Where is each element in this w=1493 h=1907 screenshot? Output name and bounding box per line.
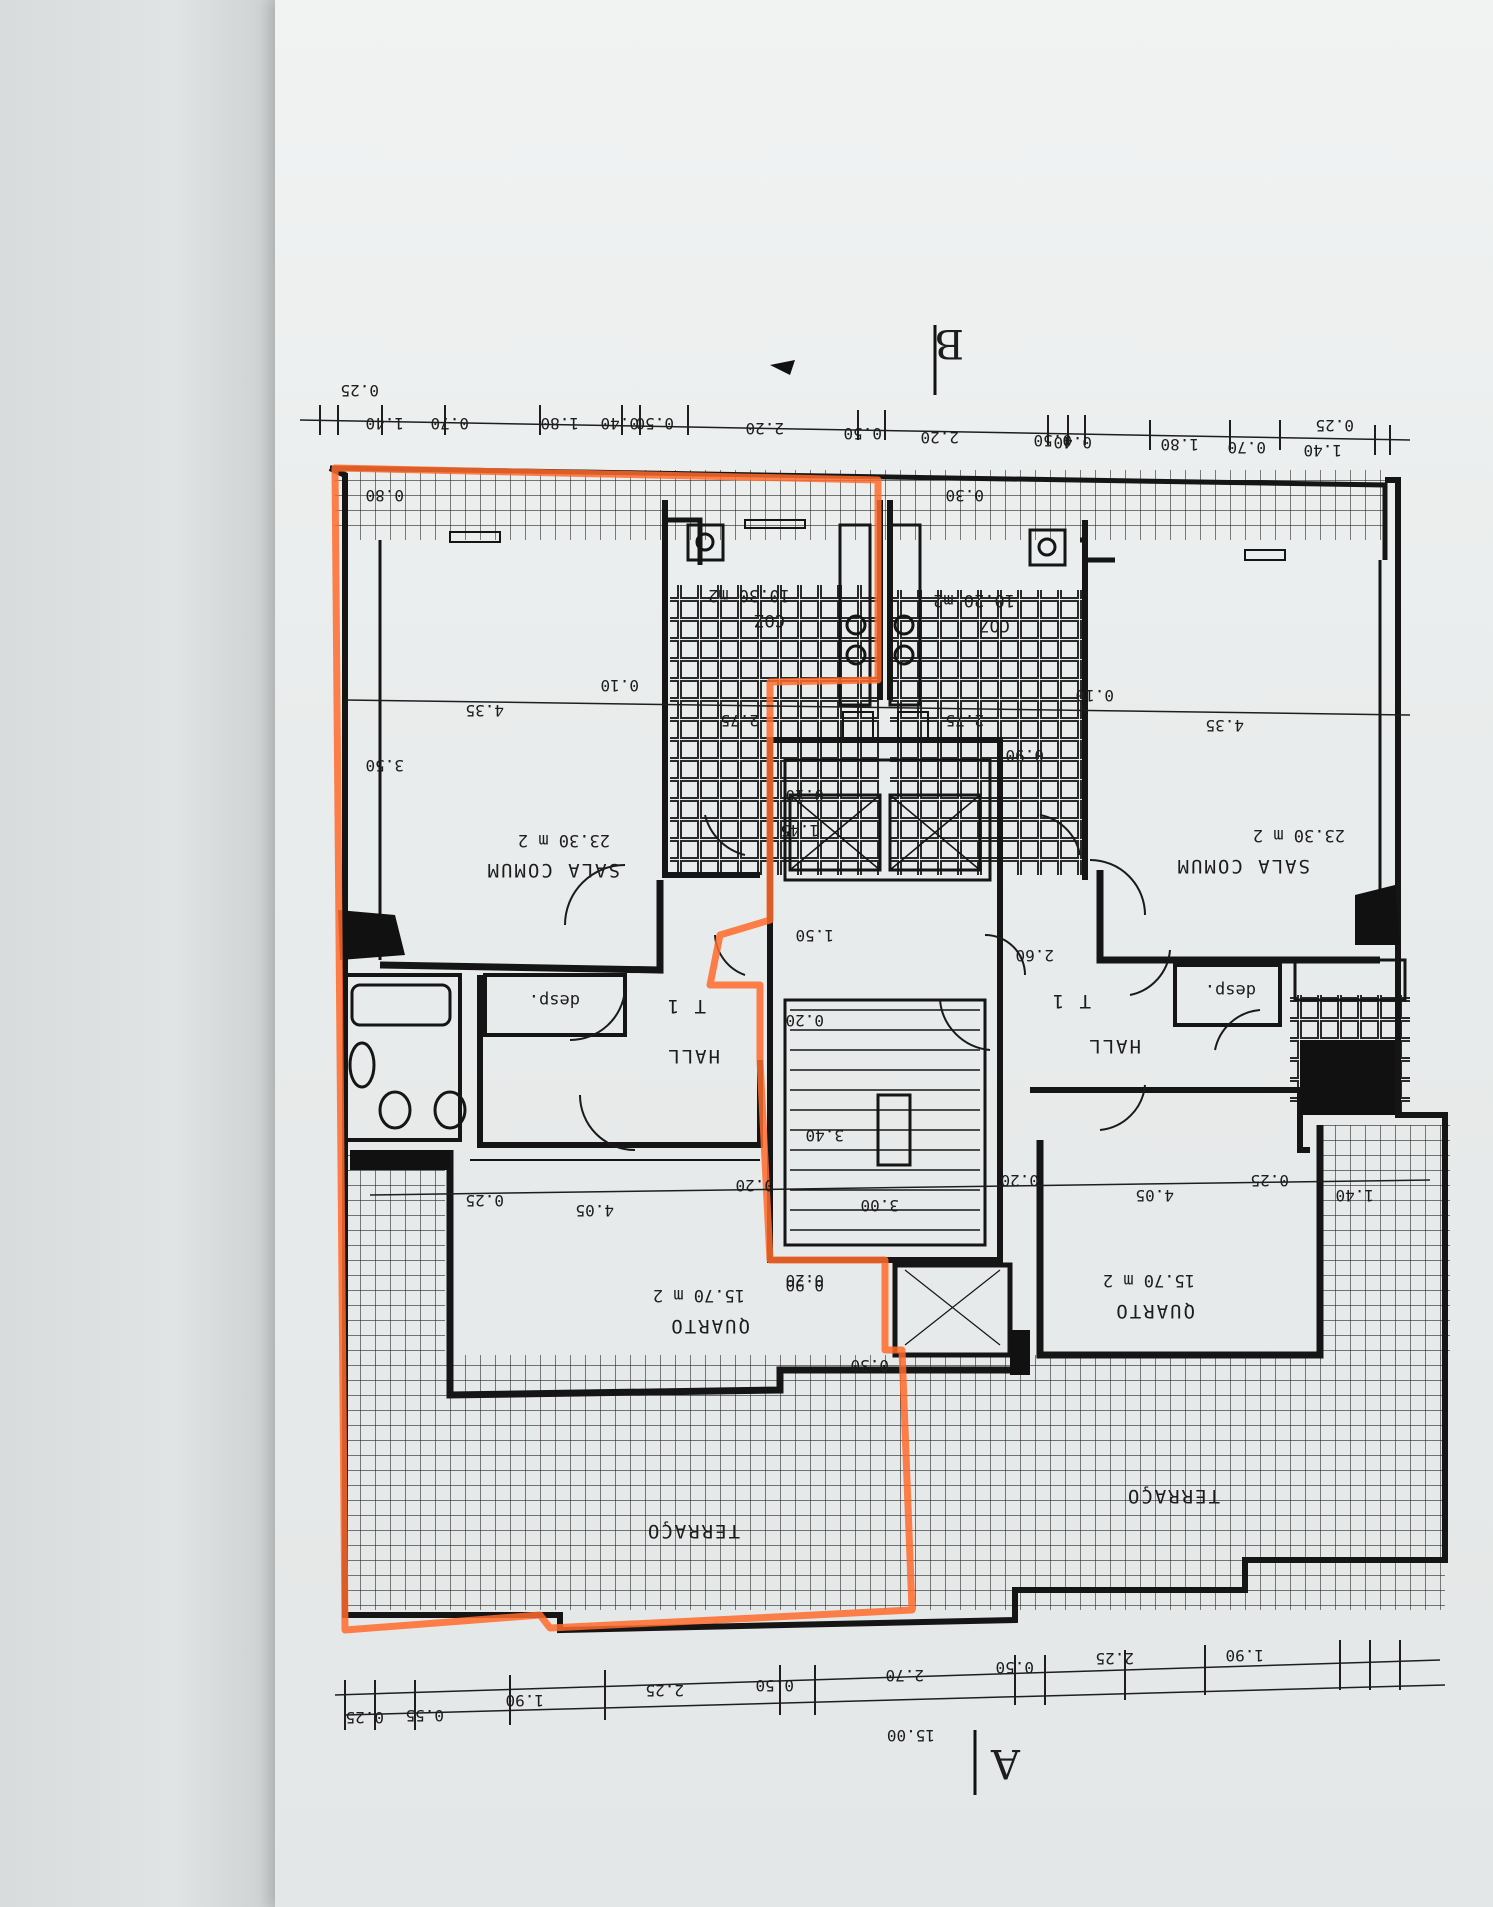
unit-highlight-outline <box>331 464 916 1634</box>
inner-dim-21: 0.30 <box>850 1356 889 1375</box>
right-sala-area: 23.30 m 2 <box>1253 825 1345 845</box>
dimension-ticks <box>319 405 1401 1730</box>
bottom-dim-7: 0.55 <box>405 1706 444 1725</box>
right-quarto-area: 15.70 m 2 <box>1103 1270 1195 1290</box>
inner-dim-19: 0.25 <box>465 1191 504 1210</box>
inner-dim-17: 0.20 <box>785 1271 824 1290</box>
dimension-lines <box>299 419 1446 1716</box>
inner-dim-23: 0.90 <box>1005 746 1044 765</box>
left-sala-label: SALA COMUM <box>486 859 620 881</box>
left-balcony-floor <box>345 1155 445 1365</box>
inner-dim-26: 1.40 <box>1335 1186 1374 1205</box>
kitchen-left-floor <box>670 585 880 875</box>
inner-dim-16: 0.20 <box>1000 1171 1039 1190</box>
right-balcony-floor <box>1320 1125 1450 1360</box>
inner-dim-13: 0.10 <box>1075 686 1114 705</box>
bottom-dimension-labels: 1.90 2.25 0.50 2.70 0.50 2.25 1.90 0.55 0.25 <box>345 1646 1264 1727</box>
right-sala-label: SALA COMUM <box>1176 855 1310 877</box>
top-dim-3: 1.80 <box>540 414 579 433</box>
top-dim-6: 2.20 <box>745 419 784 438</box>
right-quarto-label: QUARTO <box>1114 1300 1195 1322</box>
top-dim-9: 0.50 <box>1033 431 1072 450</box>
inner-dim-5: 2.75 <box>720 711 759 730</box>
inner-dim-24: 0.90 <box>785 1276 824 1295</box>
left-cozinha-label: COZ <box>754 610 785 630</box>
section-markers: B A <box>770 320 1021 1795</box>
inner-dim-12: 0.10 <box>600 676 639 695</box>
top-dim-11: 1.80 <box>1160 435 1199 454</box>
right-cozinha-label: COZ <box>979 615 1010 635</box>
top-dim-5: 0.50 <box>635 414 674 433</box>
inner-dim-20: 0.30 <box>945 486 984 505</box>
door-swings <box>564 814 1261 1151</box>
section-a-label: A <box>990 1740 1021 1786</box>
top-dim-14: 0.25 <box>1315 416 1354 435</box>
inner-dim-2: 4.05 <box>575 1201 614 1220</box>
inner-dim-18: 0.25 <box>1250 1171 1289 1190</box>
right-hall-label: HALL <box>1087 1035 1141 1057</box>
inner-dim-4: 3.50 <box>365 756 404 775</box>
walls <box>328 465 1448 1634</box>
inner-dim-1: 4.35 <box>1205 716 1244 735</box>
bottom-dim-2: 0.50 <box>995 1658 1034 1677</box>
bottom-dim-5: 2.25 <box>645 1681 684 1700</box>
terrace-tiled-areas <box>335 470 1450 1610</box>
bottom-dim-3: 2.70 <box>885 1666 924 1685</box>
bottom-dim-6: 1.90 <box>505 1691 544 1710</box>
book-spine <box>0 0 290 1907</box>
bottom-dim-1: 2.25 <box>1095 1649 1134 1668</box>
left-quarto-label: QUARTO <box>669 1315 750 1337</box>
right-desp-label: desp. <box>1205 980 1256 1000</box>
top-dim-2: 0.70 <box>430 414 469 433</box>
left-hall-type: T 1 <box>666 995 706 1017</box>
room-labels: SALA COMUM 23.30 m 2 HALL T 1 desp. QUAR… <box>486 585 1345 1745</box>
inner-dim-0: 4.35 <box>465 701 504 720</box>
left-sala-area: 23.30 m 2 <box>518 830 610 850</box>
inner-dim-25: 0.10 <box>785 786 824 805</box>
right-terraco-label: TERRAÇO <box>1126 1485 1220 1507</box>
top-dim-8: 2.20 <box>920 428 959 447</box>
top-dim-13: 1.40 <box>1303 441 1342 460</box>
inner-dim-22: 0.80 <box>365 486 404 505</box>
bottom-dim-8: 0.25 <box>345 1708 384 1727</box>
inner-dim-15: 0.20 <box>785 1011 824 1030</box>
inner-dim-8: 1.45 <box>780 821 819 840</box>
left-desp-label: desp. <box>529 990 580 1010</box>
inner-dim-9: 3.40 <box>805 1126 844 1145</box>
top-dim-1: 1.40 <box>365 414 404 433</box>
top-dim-10: 0.40 <box>1053 433 1092 452</box>
inner-dim-7: 1.50 <box>795 926 834 945</box>
inner-dimension-labels: 4.35 4.35 4.05 4.05 3.50 2.75 2.75 1.50 1.45 3.40… <box>365 486 1374 1375</box>
bottom-dim-0: 1.90 <box>1225 1646 1264 1665</box>
left-cozinha-area: 10.30 m2 <box>708 585 790 605</box>
left-terraco-label: TERRAÇO <box>646 1520 740 1542</box>
left-quarto-area: 15.70 m 2 <box>653 1285 745 1305</box>
bottom-dim-4: 0.50 <box>755 1676 794 1695</box>
right-hall-type: T 1 <box>1051 990 1091 1012</box>
total-width-label: 15.00 <box>887 1726 935 1745</box>
top-dim-4: 0.40 <box>600 414 639 433</box>
top-dim-0: 0.25 <box>340 381 379 400</box>
right-cozinha-area: 10.20 m2 <box>933 590 1015 610</box>
inner-dim-10: 3.00 <box>860 1196 899 1215</box>
kitchen-right-floor <box>890 590 1085 875</box>
inner-dim-3: 4.05 <box>1135 1186 1174 1205</box>
terrace-floor <box>345 1355 1445 1610</box>
top-dim-12: 0.70 <box>1227 438 1266 457</box>
inner-dim-6: 2.75 <box>945 711 984 730</box>
section-b-label: B <box>935 320 964 366</box>
inner-dim-11: 2.60 <box>1015 946 1054 965</box>
structural-columns <box>338 885 1400 1375</box>
top-dim-7: 0.50 <box>843 424 882 443</box>
inner-dim-14: 0.20 <box>735 1176 774 1195</box>
left-hall-label: HALL <box>666 1045 720 1067</box>
